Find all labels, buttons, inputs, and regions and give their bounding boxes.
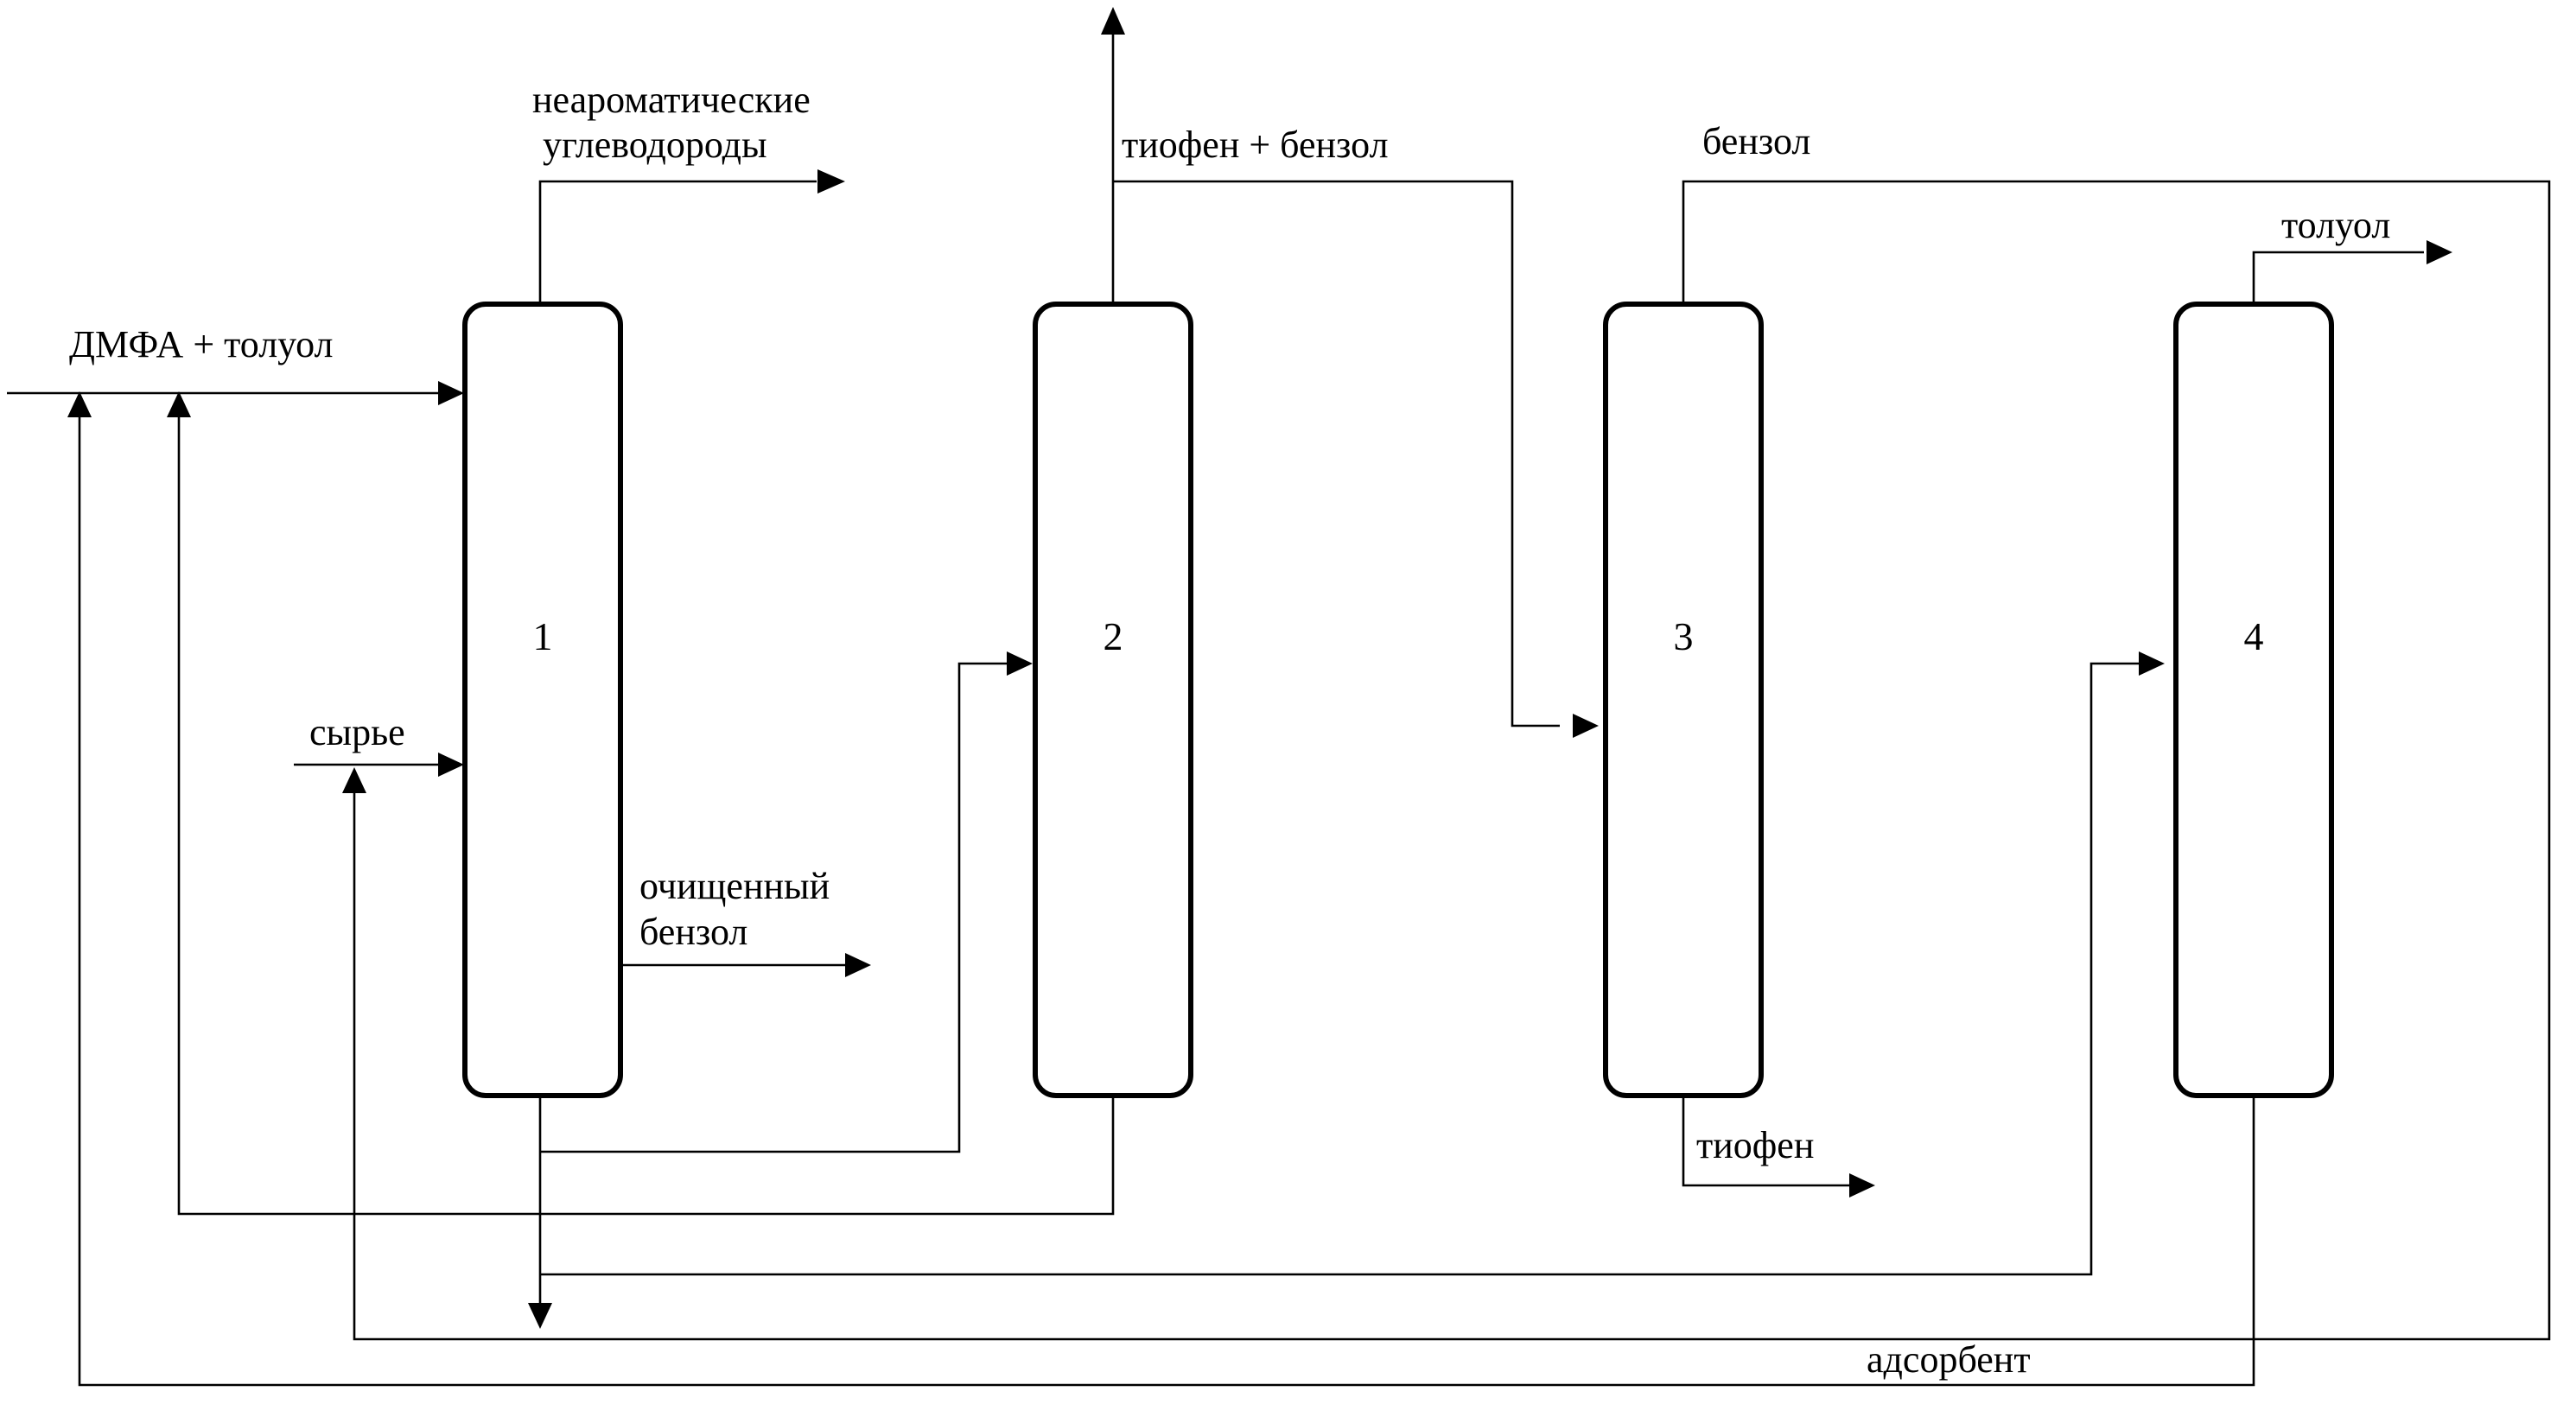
column-4-vessel — [2176, 304, 2331, 1096]
label-raw: сырье — [309, 711, 405, 753]
arrowheads — [67, 7, 2452, 1329]
line-col1-to-col4 — [540, 664, 2147, 1274]
arrow-nonaromatics — [817, 169, 845, 194]
column-3: 3 — [1606, 304, 1761, 1096]
arrow-thiophene — [1849, 1173, 1875, 1198]
line-nonaromatics — [540, 181, 817, 304]
column-1: 1 — [465, 304, 620, 1096]
arrow-col1-bottom — [528, 1303, 552, 1329]
arrow-recycle-adsorbent — [67, 391, 92, 417]
stream-labels: ДМФА + толуол неароматические углеводоро… — [69, 79, 2390, 1381]
line-col2-recycle — [179, 410, 1113, 1214]
label-thiophene: тиофен — [1696, 1124, 1814, 1166]
arrow-purified-benzene — [845, 953, 871, 977]
column-1-number: 1 — [533, 614, 553, 658]
arrow-feed-solvent — [438, 381, 464, 405]
label-feed-solvent: ДМФА + толуол — [69, 323, 333, 365]
label-nonaromatics-line1: неароматические — [532, 79, 811, 121]
column-3-vessel — [1606, 304, 1761, 1096]
line-toluene — [2254, 252, 2424, 304]
arrow-toluene — [2427, 240, 2452, 264]
flow-lines — [7, 26, 2549, 1385]
arrow-recycle-col2 — [167, 391, 191, 417]
label-thiophene-benzene: тиофен + бензол — [1122, 124, 1389, 166]
arrow-col2-overhead — [1101, 7, 1125, 35]
column-3-number: 3 — [1674, 614, 1694, 658]
arrow-col2-feed — [1007, 651, 1033, 676]
column-4: 4 — [2176, 304, 2331, 1096]
column-2-vessel — [1035, 304, 1191, 1096]
label-purified-line1: очищенный — [639, 865, 830, 907]
label-benzene: бензол — [1702, 120, 1810, 162]
column-1-vessel — [465, 304, 620, 1096]
arrow-recycle-benzene — [342, 767, 366, 793]
column-4-number: 4 — [2244, 614, 2264, 658]
label-purified-line2: бензол — [639, 911, 747, 953]
column-2: 2 — [1035, 304, 1191, 1096]
label-adsorbent: адсорбент — [1867, 1338, 2031, 1381]
column-2-number: 2 — [1104, 614, 1123, 658]
label-nonaromatics-line2: углеводороды — [543, 124, 767, 166]
label-toluene: толуол — [2281, 204, 2390, 246]
arrow-col3-feed — [1573, 714, 1599, 738]
arrow-col4-feed — [2139, 651, 2165, 676]
arrow-raw-feed — [438, 753, 464, 777]
